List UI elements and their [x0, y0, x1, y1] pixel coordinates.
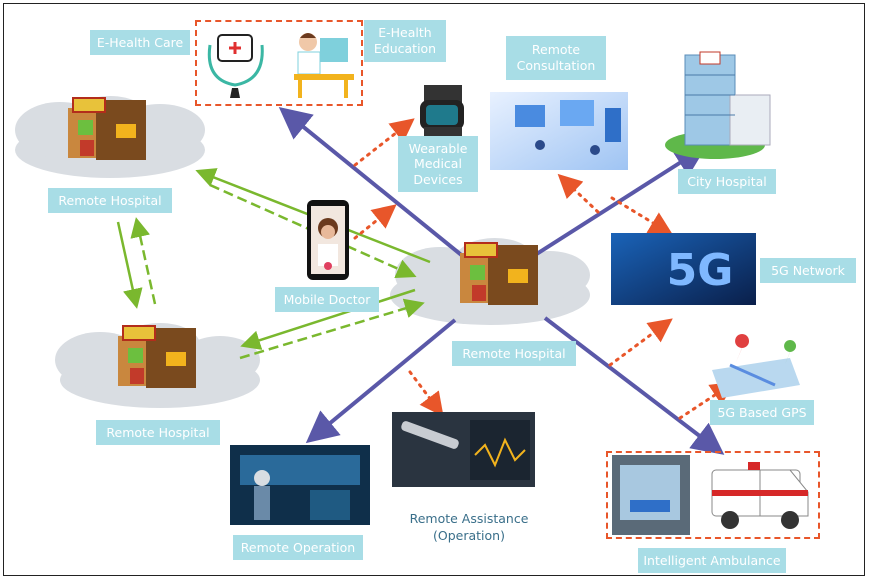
label-5g-network: 5G Network — [760, 258, 856, 283]
ehealth-dashed-box — [195, 20, 363, 106]
diagram-frame — [3, 3, 865, 576]
arrow-to-ehealth — [278, 106, 472, 264]
ambulance-dashed-box — [606, 451, 820, 539]
label-ehealth-education: E-Health Education — [364, 20, 446, 62]
label-remote-assistance: Remote Assistance (Operation) — [409, 511, 529, 543]
hospital-icon-center — [460, 242, 538, 305]
arrow-to-remote-operation — [305, 318, 457, 444]
hospital-icon-top-left — [68, 97, 146, 160]
5g-logo-text: 5G — [667, 245, 734, 296]
label-mobile-doctor: Mobile Doctor — [275, 287, 379, 312]
label-remote-hospital-center: Remote Hospital — [452, 341, 576, 366]
remote-consultation-image — [490, 92, 628, 170]
label-5g-gps: 5G Based GPS — [710, 400, 814, 425]
label-intelligent-ambulance: Intelligent Ambulance — [638, 548, 786, 573]
label-remote-consultation: Remote Consultation — [506, 36, 606, 80]
hospital-icon-bottom-left — [118, 325, 196, 388]
ehealth-education-icon — [294, 33, 354, 98]
green-center-to-bottomleft — [240, 288, 416, 350]
city-hospital-icon — [665, 51, 771, 159]
mobile-doctor-phone-icon — [307, 200, 349, 280]
label-wearable-devices: Wearable Medical Devices — [398, 136, 478, 192]
ehealth-care-icon — [207, 34, 264, 98]
green-bottomleft-to-center — [239, 298, 425, 360]
label-city-hospital: City Hospital — [678, 169, 776, 194]
green-up — [130, 217, 157, 305]
label-ehealth-care: E-Health Care — [90, 30, 190, 55]
gps-map-icon — [712, 334, 800, 398]
label-remote-hospital-bottom-left: Remote Hospital — [96, 420, 220, 445]
label-remote-operation: Remote Operation — [233, 535, 363, 560]
ambulance-interior-image — [612, 455, 690, 535]
5g-network-image: 5G — [611, 233, 756, 305]
remote-operation-image — [230, 445, 370, 525]
label-remote-hospital-top-left: Remote Hospital — [48, 188, 172, 213]
ambulance-vehicle-image — [711, 462, 809, 529]
orange-dotted-arrows — [353, 118, 736, 420]
green-down — [116, 221, 143, 309]
remote-assistance-image — [392, 412, 535, 487]
arrow-to-ambulance — [543, 316, 725, 455]
